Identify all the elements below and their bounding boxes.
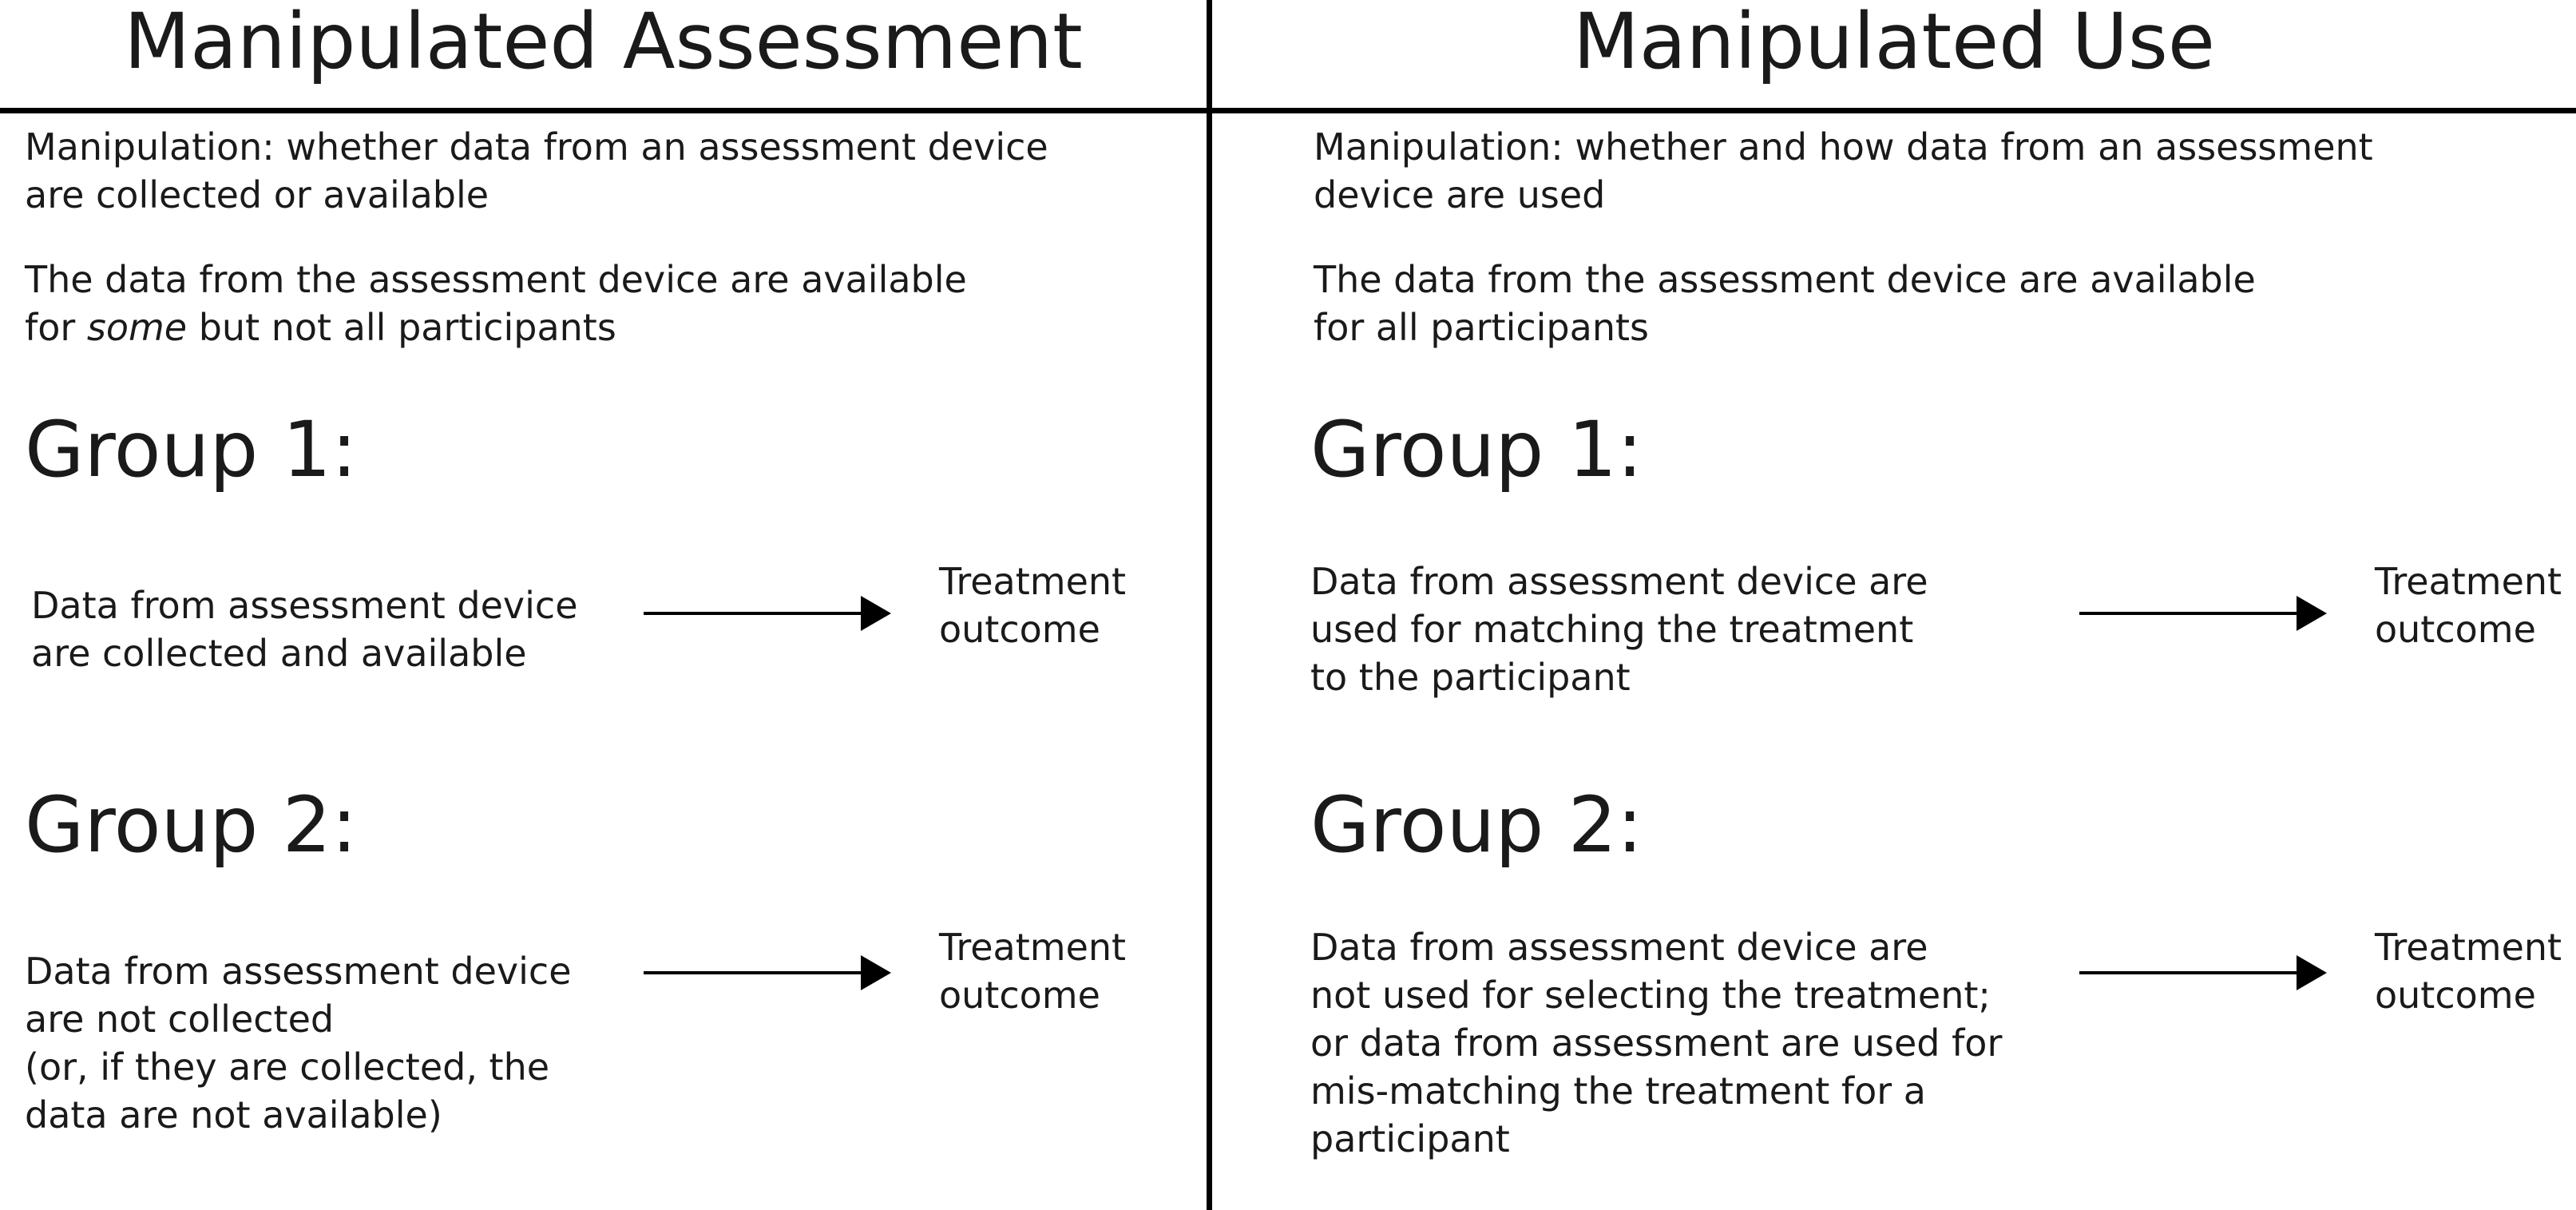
right-manipulation-line-1: Manipulation: whether and how data from … [1314,125,2373,169]
right-group2-outcome-line-2: outcome [2375,974,2536,1017]
right-group1-outcome-line-1: Treatment [2375,560,2562,603]
left-availability-line-2: for some but not all participants [25,303,967,351]
right-group1-line-2: used for matching the treatment [1310,608,1914,651]
right-group1-line-3: to the participant [1310,656,1631,699]
right-group1-text: Data from assessment device are used for… [1310,557,1928,701]
left-group1-label: Group 1: [25,405,358,494]
left-manipulation-text: Manipulation: whether data from an asses… [25,123,1048,219]
right-group1-arrow [2079,596,2327,631]
header-divider [0,108,2576,113]
right-availability-line-2: for all participants [1314,306,1649,349]
right-group2-line-3: or data from assessment are used for [1310,1022,2003,1065]
left-title: Manipulated Assessment [124,0,1083,86]
left-group1-outcome-line-1: Treatment [939,560,1127,603]
right-group2-outcome: Treatment outcome [2375,923,2562,1019]
left-group2-line-1: Data from assessment device [25,950,572,993]
left-group1-line-2: are collected and available [31,632,527,675]
right-manipulation-line-2: device are used [1314,173,1606,216]
right-group1-line-1: Data from assessment device are [1310,560,1928,603]
left-availability-suffix: but not all participants [187,306,616,349]
left-group2-outcome: Treatment outcome [939,923,1126,1019]
left-manipulation-line-1: Manipulation: whether data from an asses… [25,125,1048,169]
left-availability-emphasis: some [86,306,188,349]
left-manipulation-line-2: are collected or available [25,173,489,216]
right-group1-outcome: Treatment outcome [2375,557,2562,653]
left-group1-text: Data from assessment device are collecte… [31,581,578,677]
left-availability-text: The data from the assessment device are … [25,256,967,351]
left-group2-label: Group 2: [25,780,358,870]
right-group2-label: Group 2: [1310,780,1643,870]
left-group1-outcome-line-2: outcome [939,608,1100,651]
left-group2-text: Data from assessment device are not coll… [25,947,572,1139]
right-group2-line-2: not used for selecting the treatment; [1310,974,1991,1017]
left-availability-prefix: for [25,306,87,349]
right-group2-line-5: participant [1310,1117,1510,1160]
right-title: Manipulated Use [1573,0,2215,86]
left-group1-line-1: Data from assessment device [31,584,578,627]
right-group1-outcome-line-2: outcome [2375,608,2536,651]
right-manipulation-text: Manipulation: whether and how data from … [1314,123,2373,219]
left-group2-arrow [644,955,891,990]
left-group2-line-2: are not collected [25,998,335,1041]
left-group2-outcome-line-2: outcome [939,974,1100,1017]
right-availability-line-1: The data from the assessment device are … [1314,258,2256,301]
left-group1-outcome: Treatment outcome [939,557,1126,653]
column-divider [1207,0,1212,1210]
right-availability-text: The data from the assessment device are … [1314,256,2256,351]
left-availability-line-1: The data from the assessment device are … [25,258,967,301]
right-group2-text: Data from assessment device are not used… [1310,923,2002,1163]
right-group2-line-1: Data from assessment device are [1310,926,1928,969]
left-group2-line-3: (or, if they are collected, the [25,1045,550,1089]
right-group2-outcome-line-1: Treatment [2375,926,2562,969]
left-group2-line-4: data are not available) [25,1093,442,1137]
right-group2-line-4: mis-matching the treatment for a [1310,1069,1926,1113]
right-group1-label: Group 1: [1310,405,1643,494]
left-group2-outcome-line-1: Treatment [939,926,1127,969]
left-group1-arrow [644,596,891,631]
right-group2-arrow [2079,955,2327,990]
